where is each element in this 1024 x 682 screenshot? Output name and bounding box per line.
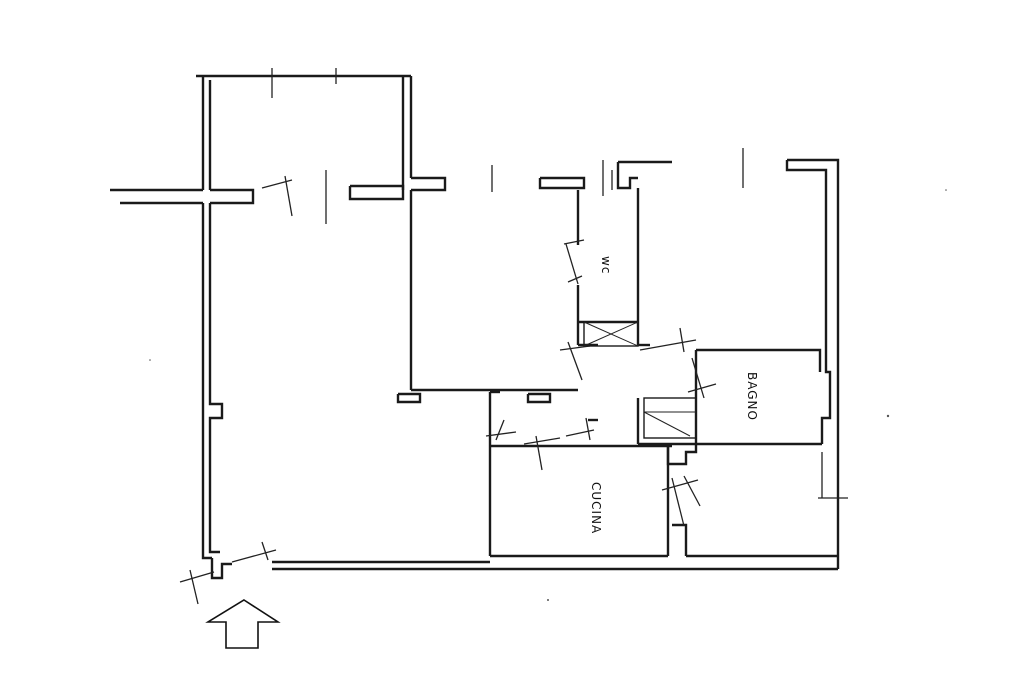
outer-walls — [110, 74, 840, 580]
bagno-label: BAGNO — [745, 372, 759, 421]
hatched-areas — [583, 321, 697, 439]
door-marks — [179, 68, 848, 605]
entrance-arrow-icon — [205, 599, 281, 649]
scan-specks — [149, 189, 947, 601]
cucina-label: CUCINA — [589, 482, 603, 534]
interior-walls — [396, 188, 838, 558]
wc-label: wc — [599, 256, 613, 274]
